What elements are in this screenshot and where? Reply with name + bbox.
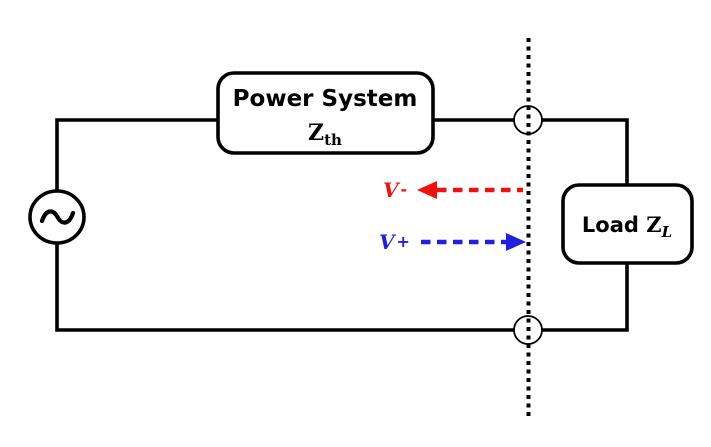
power-system-box: Power System Zth	[216, 71, 435, 155]
top-node-circle	[513, 105, 543, 135]
incident-wave-symbol: V	[379, 230, 397, 254]
load-impedance-symbol: Z	[646, 212, 661, 237]
load-title: Load	[582, 213, 646, 237]
thevenin-impedance-symbol: Z	[308, 120, 324, 146]
incident-wave-arrow: V+	[379, 230, 526, 254]
reflected-wave-sign: -	[401, 180, 408, 199]
reflected-arrow-head	[417, 181, 437, 199]
thevenin-impedance-subscript: th	[324, 131, 342, 149]
incident-wave-label: V+	[379, 230, 410, 254]
power-system-impedance: Zth	[308, 120, 342, 149]
incident-arrow-head	[506, 233, 526, 251]
load-label: Load ZL	[582, 212, 672, 241]
load-impedance-subscript: L	[661, 223, 673, 241]
sine-wave-icon	[39, 209, 76, 225]
circuit-wire-loop	[55, 118, 629, 332]
reflected-wave-arrow: V-	[383, 178, 523, 202]
reflected-wave-symbol: V	[383, 178, 401, 202]
load-box: Load ZL	[561, 183, 694, 265]
ac-source	[28, 189, 86, 245]
incident-wave-sign: +	[397, 232, 410, 251]
load-outline	[561, 183, 694, 265]
reflected-wave-label: V-	[383, 178, 407, 202]
power-system-title: Power System	[233, 86, 418, 112]
power-system-outline	[216, 71, 435, 155]
